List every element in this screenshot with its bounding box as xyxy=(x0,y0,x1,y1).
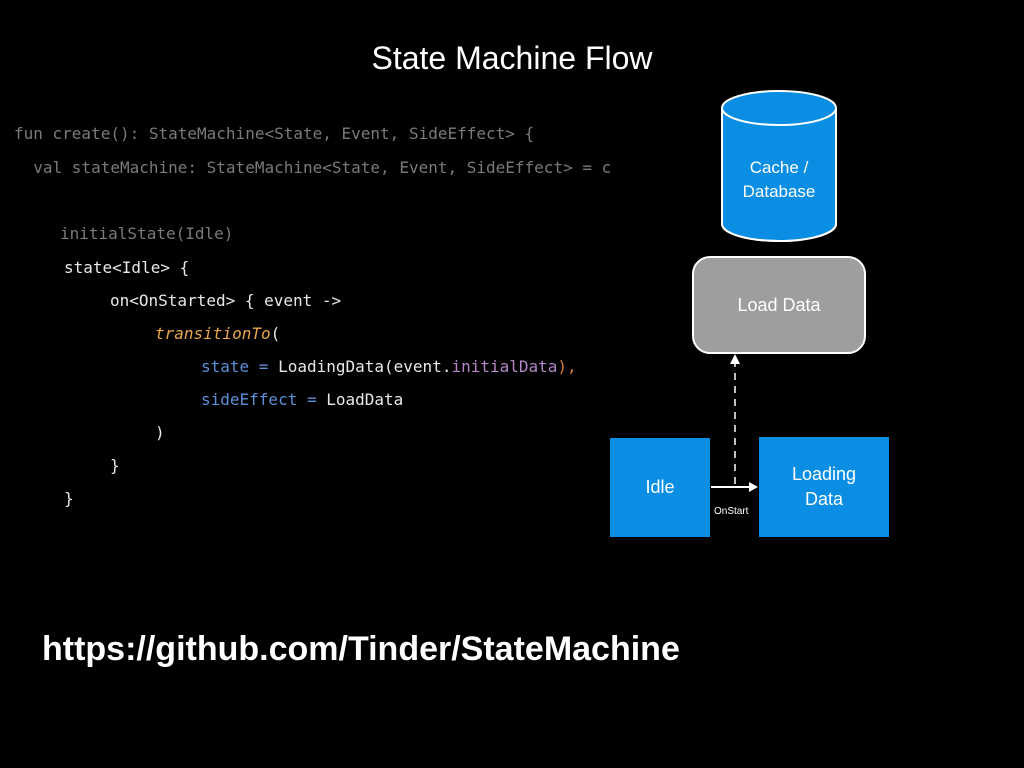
code-block: fun create(): StateMachine<State, Event,… xyxy=(0,0,611,508)
load-data-label: Load Data xyxy=(737,294,821,315)
code-line: } xyxy=(64,489,74,508)
code-param: sideEffect = xyxy=(201,390,327,409)
repo-url[interactable]: https://github.com/Tinder/StateMachine xyxy=(42,630,680,668)
loading-label-line1: Loading xyxy=(791,464,857,484)
code-line: val stateMachine: StateMachine<State, Ev… xyxy=(14,158,612,177)
code-line: fun create(): StateMachine<State, Event,… xyxy=(14,124,535,143)
code-param: state = xyxy=(201,357,279,376)
idle-state-node: Idle xyxy=(610,438,710,537)
code-call: LoadingData(event. xyxy=(278,357,452,376)
idle-label: Idle xyxy=(645,477,675,497)
cache-label-line1: Cache / xyxy=(749,158,809,177)
code-line: state = LoadingData(event.initialData), xyxy=(201,357,577,377)
code-property: initialData xyxy=(451,357,558,376)
cache-database-label: Cache / Database xyxy=(722,150,836,210)
slide-title: State Machine Flow xyxy=(371,40,653,76)
code-value: LoadData xyxy=(326,390,404,409)
function-name: transitionTo xyxy=(155,324,271,343)
arrow-head-right xyxy=(749,482,758,492)
cache-label-line2: Database xyxy=(742,182,816,201)
code-line: ) xyxy=(155,423,165,442)
edge-label-onstart: OnStart xyxy=(714,506,749,517)
code-line: initialState(Idle) xyxy=(60,224,234,243)
code-punct: ( xyxy=(270,324,281,343)
code-punct: ), xyxy=(557,357,577,376)
load-data-node: Load Data xyxy=(692,256,866,354)
database-cylinder xyxy=(721,90,837,242)
code-line: on<OnStarted> { event -> xyxy=(110,291,342,310)
code-line: } xyxy=(110,456,120,475)
code-line: sideEffect = LoadData xyxy=(201,390,403,410)
loading-label-line2: Data xyxy=(804,489,843,509)
code-line: transitionTo( xyxy=(155,324,280,344)
code-line: state<Idle> { xyxy=(64,258,190,277)
arrow-head-up xyxy=(730,354,740,364)
